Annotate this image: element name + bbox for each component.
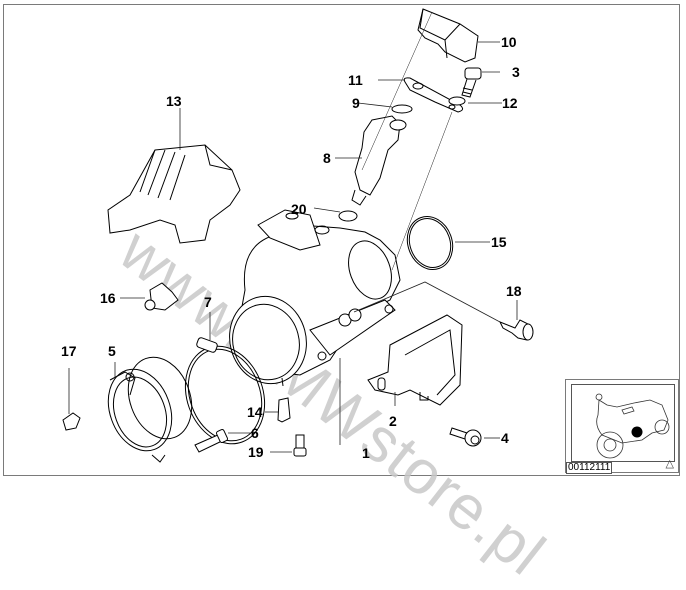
label-part-20[interactable]: 20 (291, 201, 307, 217)
part-11-bracket (403, 77, 464, 113)
label-part-18[interactable]: 18 (506, 283, 522, 299)
label-part-1[interactable]: 1 (362, 445, 370, 461)
part-12-washer (448, 96, 466, 106)
diagram-code: 00112111 (566, 462, 613, 474)
label-part-10[interactable]: 10 (501, 34, 517, 50)
part-9-oring (391, 104, 413, 114)
label-part-4[interactable]: 4 (501, 430, 509, 446)
part-6-screw (194, 429, 229, 453)
label-part-6[interactable]: 6 (251, 425, 259, 441)
label-part-5[interactable]: 5 (108, 343, 116, 359)
leader-lines (68, 11, 518, 453)
label-part-9[interactable]: 9 (352, 95, 360, 111)
label-part-14[interactable]: 14 (247, 404, 263, 420)
part-18-screw (498, 319, 534, 341)
label-part-19[interactable]: 19 (248, 444, 264, 460)
label-part-15[interactable]: 15 (491, 234, 507, 250)
part-8-sensor (351, 115, 407, 206)
motorcycle-locator-icon (571, 384, 675, 462)
part-5-adapter (107, 356, 193, 463)
label-part-13[interactable]: 13 (166, 93, 182, 109)
part-19-screw (293, 434, 307, 457)
triangle-icon: △ (665, 458, 674, 470)
label-part-17[interactable]: 17 (61, 343, 77, 359)
part-10-cover (417, 8, 479, 63)
part-4-bolt (449, 427, 482, 447)
label-part-11[interactable]: 11 (348, 72, 363, 88)
part-1-throttle-housing (229, 209, 401, 387)
label-part-2[interactable]: 2 (389, 413, 397, 429)
locator-thumbnail: 00112111 △ (565, 379, 679, 474)
part-15-gasket (406, 216, 454, 270)
label-part-16[interactable]: 16 (100, 290, 116, 306)
part-14-cap (277, 397, 291, 423)
part-17-plug (62, 412, 81, 431)
diagram-frame (3, 4, 680, 476)
part-20-seal (338, 210, 358, 222)
label-part-8[interactable]: 8 (323, 150, 331, 166)
part-3-screw (461, 67, 482, 98)
part-13-hood (107, 144, 241, 244)
label-part-3[interactable]: 3 (512, 64, 520, 80)
part-16-nipple (144, 282, 179, 311)
part-2-control-unit (367, 314, 463, 406)
label-part-7[interactable]: 7 (204, 294, 212, 310)
label-part-12[interactable]: 12 (502, 95, 518, 111)
parts-drawing (62, 8, 534, 463)
